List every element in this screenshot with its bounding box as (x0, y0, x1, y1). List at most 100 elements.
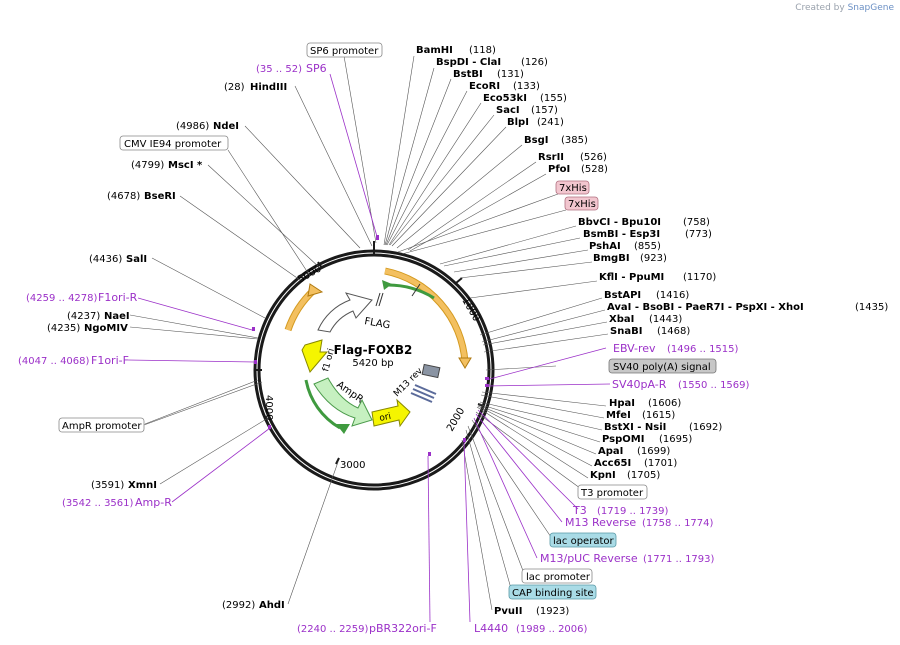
primer-site-markers (252, 235, 489, 456)
enzyme-bstapi-pos: (1416) (656, 290, 689, 301)
enzyme-bstbi-pos: (131) (497, 69, 524, 80)
enzyme-ahdi-pos: (2992) (222, 600, 255, 611)
mini-feature-3 (411, 283, 421, 297)
enzyme-pvuii-pos: (1923) (536, 606, 569, 617)
backbone-outer (257, 253, 491, 487)
enzyme-sali-pos: (4436) (89, 254, 122, 265)
enzyme-ngomiv-pos: (4235) (47, 323, 80, 334)
m13rev-label: M13 rev (392, 366, 425, 399)
enzyme-avai-group: AvaI - BsoBI - PaeR7I - PspXI - XhoI (607, 302, 804, 313)
m13-primer-mark-3 (410, 392, 433, 403)
primer-t3: T3 (572, 504, 587, 517)
enzyme-pfoi: PfoI (548, 164, 570, 175)
enzyme-snabi-pos: (1468) (657, 326, 690, 337)
enzyme-ndei: NdeI (213, 121, 239, 132)
enzyme-bbvci-pos: (758) (683, 217, 710, 228)
enzyme-blpi-pos: (241) (537, 117, 564, 128)
enzyme-bamhi: BamHI (416, 45, 453, 56)
feature-green-arc (387, 283, 435, 300)
enzyme-msci: MscI * (168, 160, 203, 171)
primer-amp-r: Amp-R (135, 496, 172, 509)
enzyme-saci-pos: (157) (531, 105, 558, 116)
primer-pbr322ori-f-range: (2240 .. 2259) (297, 624, 369, 635)
credit-text: Created by SnapGene (795, 3, 894, 13)
box-cap-binding-site: CAP binding site (512, 588, 594, 599)
tick-mark-3000 (335, 457, 340, 465)
enzyme-bstbi: BstBI (453, 69, 483, 80)
primer-labels: (35 .. 52) SP6 EBV-rev (1496 .. 1515) SV… (18, 62, 750, 635)
tick-label-2000: 2000 (445, 406, 467, 434)
primer-f1ori-f: F1ori-F (91, 354, 129, 367)
enzyme-apai: ApaI (598, 446, 623, 457)
enzyme-apai-pos: (1699) (637, 446, 670, 457)
primer-m13-reverse: M13 Reverse (565, 516, 636, 529)
enzyme-pspomi: PspOMI (602, 434, 644, 445)
tick-mark-5000 (317, 261, 323, 269)
enzyme-bseri: BseRI (144, 191, 176, 202)
enzyme-labels-left: (28) HindIII (4986) NdeI (4799) MscI * (… (47, 82, 287, 611)
enzyme-bseri-pos: (4678) (107, 191, 140, 202)
enzyme-eco53ki: Eco53kI (483, 93, 527, 104)
feature-orange-right-arrow (458, 357, 472, 369)
enzyme-ahdi: AhdI (259, 600, 285, 611)
primer-t3-range: (1719 .. 1739) (597, 506, 669, 517)
primer-leader-lines (127, 73, 611, 623)
primer-sv40pa-r-range: (1550 .. 1569) (678, 380, 750, 391)
enzyme-kpni-pos: (1705) (627, 470, 660, 481)
mini-feature-2 (378, 292, 384, 307)
enzyme-bsgi: BsgI (524, 135, 548, 146)
enzyme-snabi: SnaBI (610, 326, 642, 337)
enzyme-pfoi-pos: (528) (581, 164, 608, 175)
enzyme-saci: SacI (496, 105, 520, 116)
box-lac-operator: lac operator (553, 536, 614, 547)
enzyme-kfli-pos: (1170) (683, 272, 716, 283)
enzyme-bsmbi: BsmBI - Esp3I (583, 229, 660, 240)
enzyme-kpni: KpnI (590, 470, 616, 481)
feature-orange-right-fill (384, 268, 468, 363)
leader-lines-right (383, 55, 609, 611)
primer-l4440: L4440 (474, 622, 508, 635)
m13rev-box (421, 363, 441, 379)
snapgene-logo: SnapGene (847, 3, 894, 13)
enzyme-naei-pos: (4237) (67, 311, 100, 322)
box-ampr-promoter: AmpR promoter (62, 421, 142, 432)
f1ori-label: f1 ori (321, 348, 337, 373)
primer-f1ori-r: F1ori-R (98, 291, 138, 304)
tick-label-3000: 3000 (340, 460, 365, 471)
enzyme-sali: SalI (126, 254, 147, 265)
enzyme-bamhi-pos: (118) (469, 45, 496, 56)
enzyme-rsrii: RsrII (538, 152, 564, 163)
backbone-inner (253, 249, 495, 491)
m13-primer-mark-1 (414, 384, 437, 395)
enzyme-bbvci: BbvCI - Bpu10I (578, 217, 661, 228)
primer-sp6: SP6 (306, 62, 327, 75)
enzyme-bstapi: BstAPI (604, 290, 641, 301)
feature-green-arc-2 (304, 379, 341, 430)
feature-green-arrow (382, 280, 392, 290)
feature-boxes: SP6 promoter CMV IE94 promoter 7xHis 7xH… (58, 42, 717, 600)
m13-primer-mark-2 (412, 388, 435, 399)
enzyme-acc65i: Acc65I (594, 458, 631, 469)
primer-ebv-rev: EBV-rev (613, 342, 656, 355)
flag-label: FLAG (363, 316, 390, 331)
primer-f1ori-r-range: (4259 .. 4278) (26, 293, 98, 304)
enzyme-hpai-pos: (1606) (648, 398, 681, 409)
box-7xhis-2: 7xHis (568, 199, 596, 210)
enzyme-ndei-pos: (4986) (176, 121, 209, 132)
enzyme-rsrii-pos: (526) (580, 152, 607, 163)
box-leader-lines (143, 55, 585, 593)
enzyme-ecori: EcoRI (469, 81, 500, 92)
enzyme-xmni: XmnI (128, 480, 157, 491)
feature-orange-left-arrow (307, 283, 324, 297)
enzyme-acc65i-pos: (1701) (644, 458, 677, 469)
enzyme-ngomiv: NgoMIV (84, 323, 128, 334)
feature-green-arrow-2 (336, 424, 350, 434)
leader-lines-left (129, 85, 373, 605)
enzyme-naei: NaeI (104, 311, 130, 322)
enzyme-bstxi-pos: (1692) (689, 422, 722, 433)
primer-sv40pa-r: SV40pA-R (612, 378, 667, 391)
primer-l4440-range: (1989 .. 2006) (516, 624, 588, 635)
enzyme-bspdi-clai: BspDI - ClaI (436, 57, 501, 68)
ampr-arrow (313, 377, 373, 427)
enzyme-bmgbi: BmgBI (593, 253, 630, 264)
